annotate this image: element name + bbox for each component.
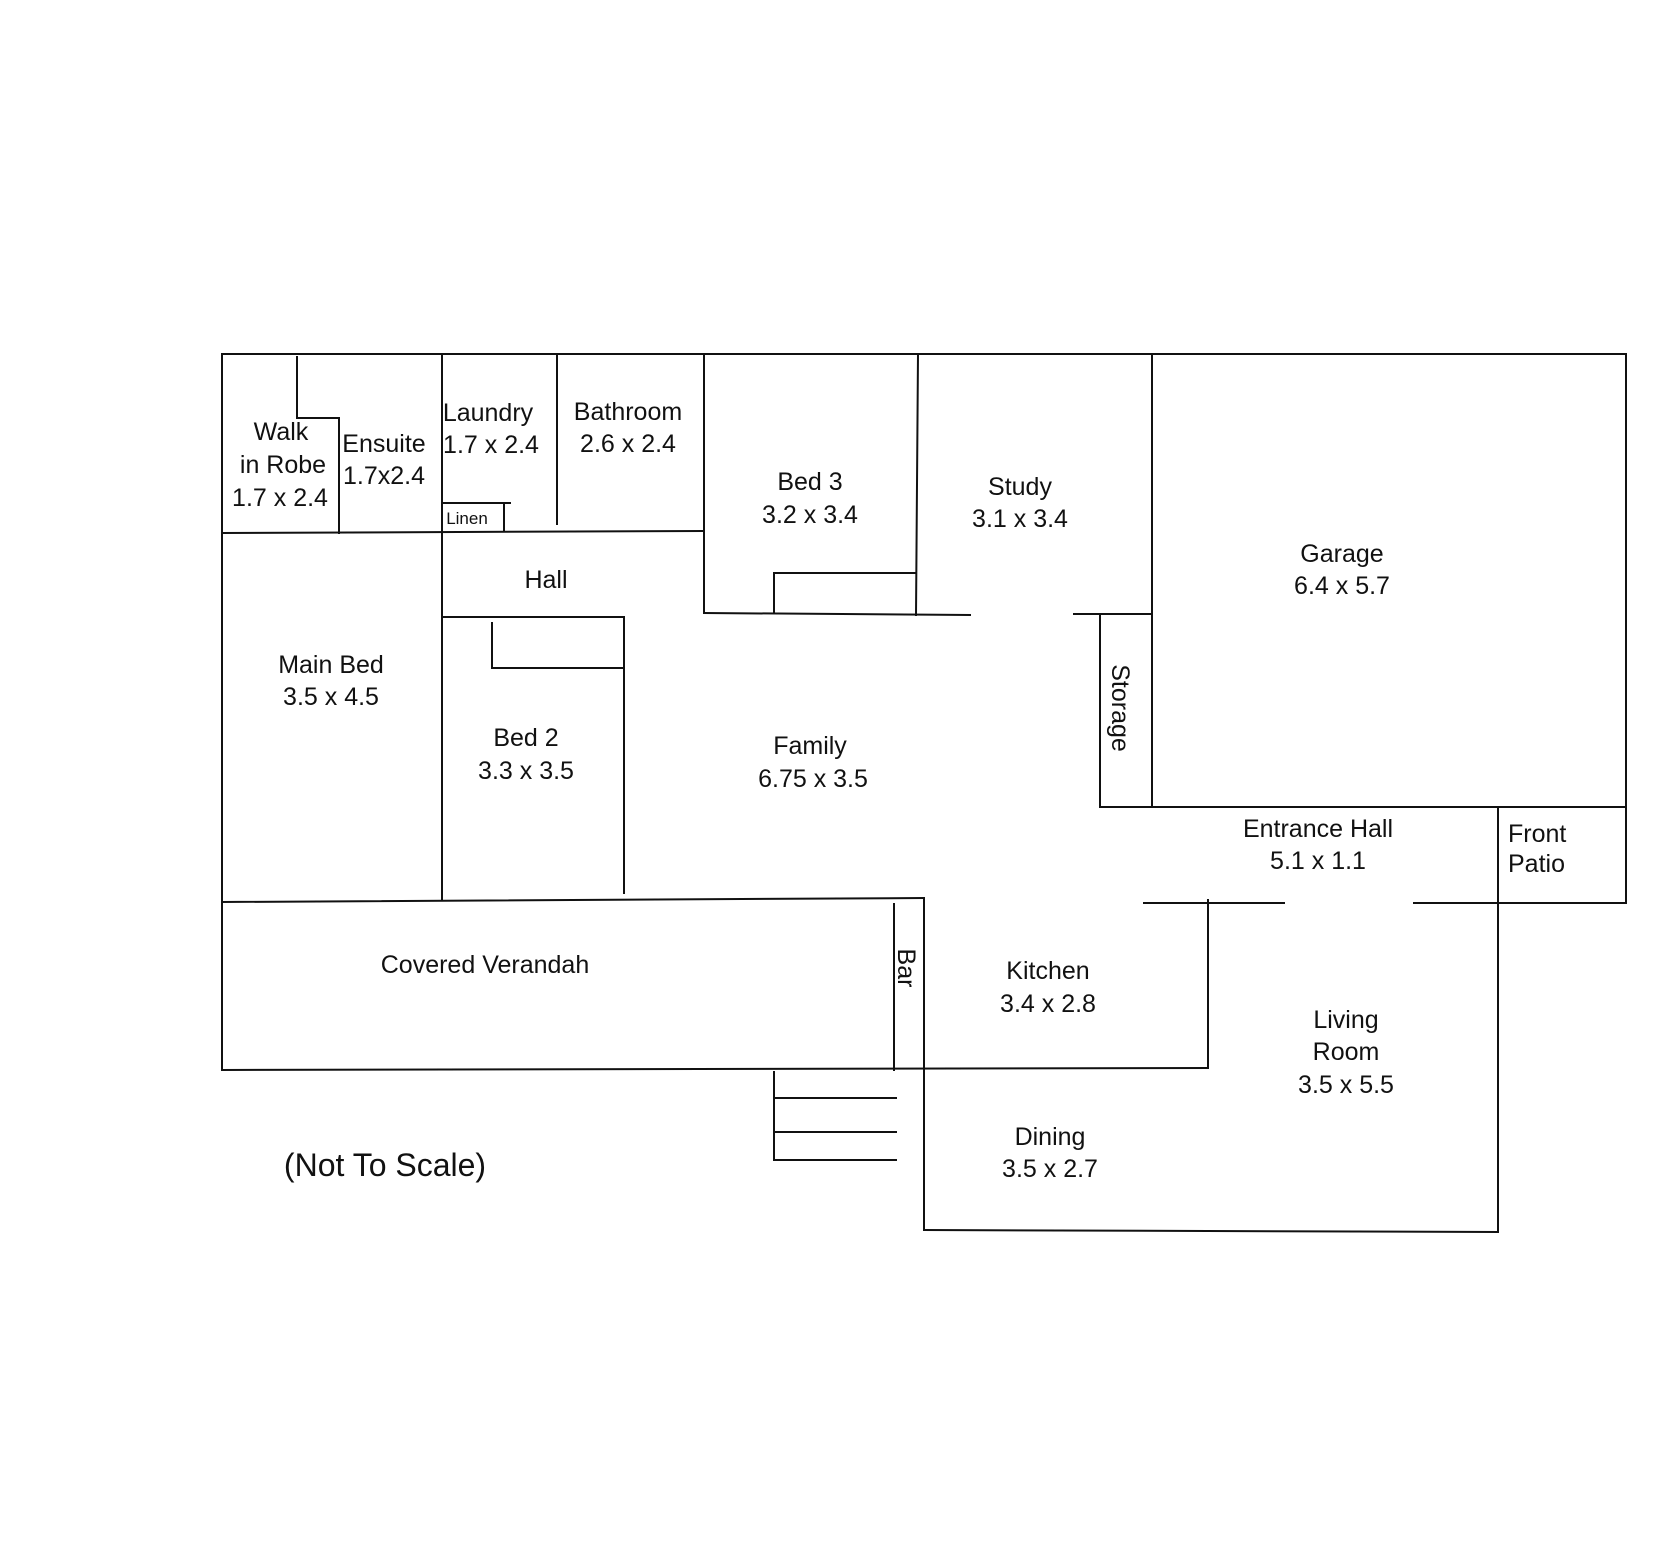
living-room-dims: 3.5 x 5.5: [1298, 1071, 1394, 1099]
wall-10: [914, 352, 920, 617]
storage-label: Storage: [1106, 664, 1134, 752]
bed2-dims: 3.3 x 3.5: [478, 757, 574, 785]
family-label: Family: [773, 732, 847, 760]
kitchen-label: Kitchen: [1006, 957, 1089, 985]
family-dims: 6.75 x 3.5: [758, 765, 868, 793]
linen-label: Linen: [446, 509, 488, 528]
walk-in-robe-dims: 1.7 x 2.4: [232, 484, 328, 512]
bed3-dims: 3.2 x 3.4: [762, 501, 858, 529]
laundry-dims: 1.7 x 2.4: [443, 431, 539, 459]
front-patio-label-2: Patio: [1508, 850, 1565, 878]
dining-label: Dining: [1015, 1123, 1086, 1151]
not-to-scale-note: (Not To Scale): [284, 1147, 486, 1183]
garage-label: Garage: [1300, 540, 1383, 568]
garage-dims: 6.4 x 5.7: [1294, 572, 1390, 600]
wall-14: [702, 611, 972, 617]
bathroom-dims: 2.6 x 2.4: [580, 430, 676, 458]
ensuite-label: Ensuite: [342, 430, 425, 458]
entrance-hall-dims: 5.1 x 1.1: [1270, 847, 1366, 875]
hall-label: Hall: [524, 566, 567, 594]
walk-in-robe-label-2: in Robe: [240, 451, 326, 479]
room-labels: Walk in Robe 1.7 x 2.4 Ensuite 1.7x2.4 L…: [232, 398, 1566, 1183]
main-bed-label: Main Bed: [278, 651, 384, 679]
wall-25: [220, 896, 926, 904]
study-label: Study: [988, 473, 1052, 501]
walk-in-robe-label: Walk: [254, 418, 309, 446]
bed3-label: Bed 3: [777, 468, 842, 496]
study-dims: 3.1 x 3.4: [972, 505, 1068, 533]
walls: [220, 352, 1627, 1234]
wall-3: [220, 529, 705, 535]
kitchen-dims: 3.4 x 2.8: [1000, 990, 1096, 1018]
ensuite-dims: 1.7x2.4: [343, 462, 425, 490]
wall-28: [220, 1066, 1210, 1072]
dining-dims: 3.5 x 2.7: [1002, 1155, 1098, 1183]
wall-32: [922, 1228, 1500, 1234]
covered-verandah-label: Covered Verandah: [381, 951, 589, 979]
front-patio-label: Front: [1508, 820, 1566, 848]
living-room-label-2: Room: [1313, 1038, 1380, 1066]
bathroom-label: Bathroom: [574, 398, 682, 426]
entrance-hall-label: Entrance Hall: [1243, 815, 1393, 843]
bed2-label: Bed 2: [493, 724, 558, 752]
living-room-label: Living: [1313, 1006, 1378, 1034]
bar-label: Bar: [892, 949, 920, 988]
main-bed-dims: 3.5 x 4.5: [283, 683, 379, 711]
laundry-label: Laundry: [443, 399, 534, 427]
